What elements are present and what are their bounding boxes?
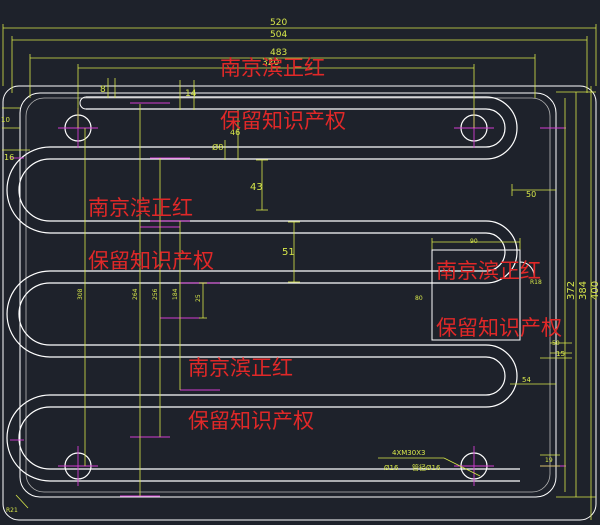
dim-46: 46 <box>230 128 240 137</box>
tube-start-cap <box>79 96 87 110</box>
dim-19: 19 <box>545 457 553 464</box>
serpentine-tube-inner <box>6 108 520 482</box>
dimension-lines <box>2 24 597 520</box>
watermark-name-3: 南京滨正红 <box>436 259 541 283</box>
junction-box-r-arc <box>519 261 535 277</box>
dim-320: 320 <box>262 58 279 68</box>
dim-corner-r: R21 <box>6 507 18 514</box>
dim-256: 256 <box>152 288 159 300</box>
watermark-rights-4: 保留知识产权 <box>188 409 314 433</box>
dim-384: 384 <box>578 281 589 300</box>
dim-51: 51 <box>282 247 295 258</box>
dim-right-50b: 50 <box>552 340 560 347</box>
dim-box-80: 80 <box>415 295 423 302</box>
dim-25: 25 <box>195 294 202 302</box>
plate-inner-outline <box>19 92 557 498</box>
dim-14: 14 <box>185 89 197 99</box>
dim-right-50: 50 <box>526 190 536 199</box>
note-right-spec: 管径Ø16 <box>412 463 441 472</box>
dim-8: 8 <box>100 85 106 95</box>
note-left-spec: Ø16 <box>384 464 399 472</box>
dim-520: 520 <box>270 18 287 28</box>
serpentine-tube-outer <box>18 96 520 470</box>
dim-16: 16 <box>4 153 14 162</box>
dim-d8: Ø8 <box>212 142 223 152</box>
dim-box-90: 90 <box>470 238 478 245</box>
dim-54: 54 <box>522 376 531 384</box>
watermark-name-1: 南京滨正红 <box>220 56 325 80</box>
note-holes: 4XM30X3 <box>392 449 425 457</box>
dim-10: 10 <box>1 116 10 124</box>
dim-400: 400 <box>590 281 600 300</box>
dim-43: 43 <box>250 182 263 193</box>
dim-504: 504 <box>270 30 287 40</box>
dim-483: 483 <box>270 48 287 58</box>
junction-box <box>431 249 521 341</box>
watermark-rights-2: 保留知识产权 <box>88 249 214 273</box>
dim-r18: R18 <box>530 279 542 286</box>
dim-184: 184 <box>172 288 179 300</box>
dim-264: 264 <box>132 288 139 300</box>
centerlines <box>10 102 566 497</box>
dim-15: 15 <box>556 350 565 358</box>
watermark-rights-3: 保留知识产权 <box>436 316 562 340</box>
dim-372: 372 <box>566 281 577 300</box>
watermark-name-4: 南京滨正红 <box>188 356 293 380</box>
plate-outline <box>2 85 597 521</box>
watermark-rights-1: 保留知识产权 <box>220 109 346 133</box>
dim-308: 308 <box>77 288 84 300</box>
watermark-name-2: 南京滨正红 <box>88 196 193 220</box>
